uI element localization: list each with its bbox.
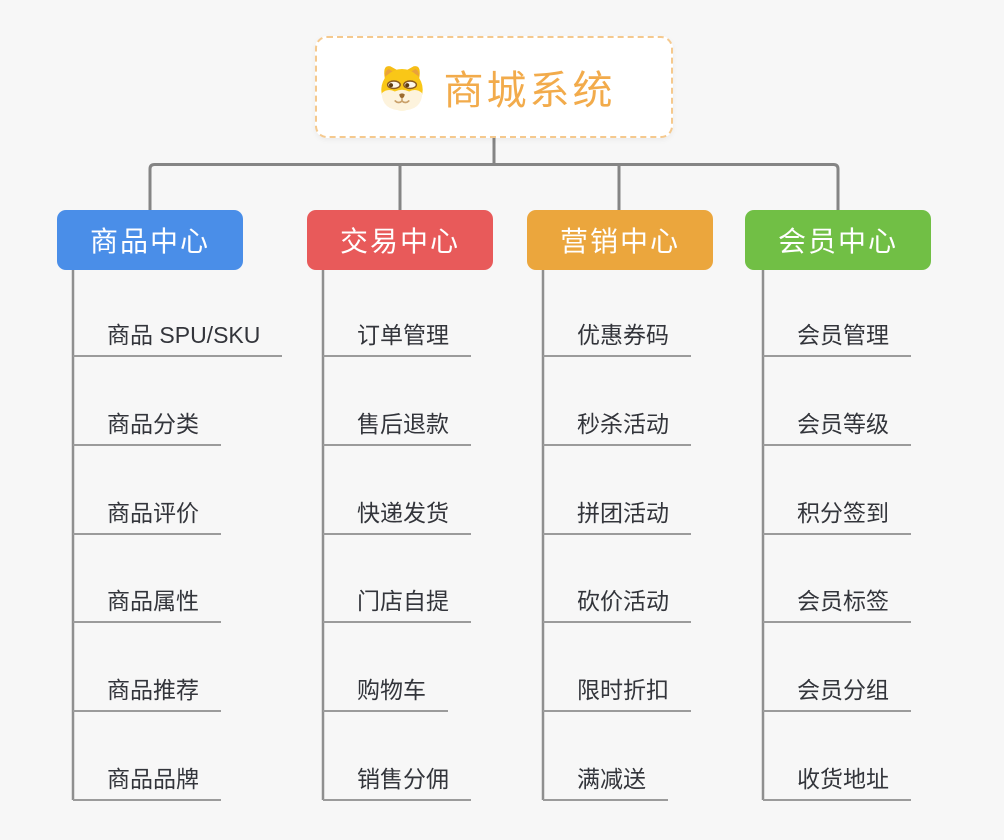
branch-label: 商品中心	[89, 226, 210, 257]
leaf-node[interactable]: 商品评价	[73, 499, 221, 535]
leaf-node[interactable]: 售后退款	[323, 410, 471, 446]
branch-member-center[interactable]: 会员中心	[745, 210, 931, 270]
branch-trade-center[interactable]: 交易中心	[307, 210, 493, 270]
leaf-node[interactable]: 商品属性	[73, 587, 221, 623]
leaf-node[interactable]: 商品推荐	[73, 676, 221, 712]
leaf-node[interactable]: 满减送	[543, 765, 668, 801]
leaf-node[interactable]: 砍价活动	[543, 587, 691, 623]
leaf-node[interactable]: 会员管理	[763, 321, 911, 357]
leaf-node[interactable]: 会员等级	[763, 410, 911, 446]
leaf-node[interactable]: 收货地址	[763, 765, 911, 801]
root-title: 商城系统	[443, 69, 616, 113]
branch-product-center[interactable]: 商品中心	[57, 210, 243, 270]
leaf-node[interactable]: 快递发货	[323, 499, 471, 535]
leaf-node[interactable]: 门店自提	[323, 587, 471, 623]
leaf-node[interactable]: 销售分佣	[323, 765, 471, 801]
leaf-node[interactable]: 秒杀活动	[543, 410, 691, 446]
leaf-node[interactable]: 会员分组	[763, 676, 911, 712]
leaf-node[interactable]: 商品 SPU/SKU	[73, 321, 283, 357]
leaf-node[interactable]: 购物车	[323, 676, 448, 712]
leaf-node[interactable]: 限时折扣	[543, 676, 691, 712]
leaf-node[interactable]: 拼团活动	[543, 499, 691, 535]
leaf-node[interactable]: 订单管理	[323, 321, 471, 357]
branch-label: 交易中心	[339, 226, 460, 257]
leaf-node[interactable]: 商品品牌	[73, 765, 221, 801]
branch-marketing-center[interactable]: 营销中心	[527, 210, 713, 270]
leaf-node[interactable]: 优惠券码	[543, 321, 691, 357]
leaf-node[interactable]: 商品分类	[73, 410, 221, 446]
branch-label: 会员中心	[777, 226, 898, 257]
root-node[interactable]: 商城系统	[315, 36, 673, 138]
dog-icon	[380, 66, 423, 111]
leaf-node[interactable]: 会员标签	[763, 587, 911, 623]
leaf-node[interactable]: 积分签到	[763, 499, 911, 535]
branch-label: 营销中心	[559, 226, 680, 257]
